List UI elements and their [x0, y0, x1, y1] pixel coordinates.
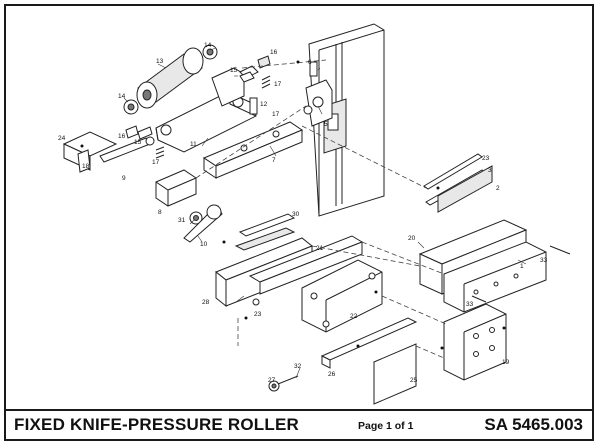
callout-leaders [123, 47, 527, 379]
callout-1: 1 [520, 263, 524, 270]
callout-15a: 15 [230, 67, 238, 74]
callout-13: 13 [156, 58, 164, 65]
callout-33b: 33 [466, 301, 474, 308]
guide-rails-part [234, 153, 493, 251]
exploded-view-drawing: 14 13 14 16 15 17 12 17 24 18 16 15 17 9… [58, 23, 571, 405]
shaft-assembly-part [62, 131, 155, 173]
callout-17b: 17 [272, 111, 280, 118]
mounting-bar-part [202, 121, 304, 179]
callout-14b: 14 [118, 93, 126, 100]
callout-16b: 16 [118, 133, 126, 140]
pressure-roller-part [123, 44, 218, 115]
document-number: SA 5465.003 [484, 415, 583, 434]
knife-blade-part [268, 317, 418, 405]
callout-20: 20 [408, 235, 416, 242]
mounting-plate-part [301, 259, 383, 333]
lever-part [155, 169, 223, 243]
page-indicator: Page 1 of 1 [358, 420, 414, 432]
side-frame-part [443, 303, 507, 381]
document-title: FIXED KNIFE-PRESSURE ROLLER [14, 415, 299, 434]
machine-frame [308, 23, 385, 217]
hinge-bracket-part [303, 79, 333, 127]
callout-7: 7 [272, 157, 276, 164]
callout-28: 28 [202, 299, 210, 306]
callout-9: 9 [122, 175, 126, 182]
parts-sheet: 14 13 14 16 15 17 12 17 24 18 16 15 17 9… [4, 4, 594, 441]
side-plates-part [418, 219, 571, 313]
callout-17c: 17 [152, 159, 160, 166]
callout-6: 6 [308, 59, 312, 66]
callout-24: 24 [58, 135, 66, 142]
base-frame-part [215, 235, 364, 308]
small-fittings [125, 55, 318, 159]
callout-15b: 15 [134, 139, 142, 146]
callout-12: 12 [260, 101, 268, 108]
callout-30: 30 [292, 211, 300, 218]
callout-10: 10 [200, 241, 208, 248]
callout-17a: 17 [274, 81, 282, 88]
callout-31: 31 [178, 217, 186, 224]
callout-3: 3 [488, 167, 492, 174]
callout-25: 25 [410, 377, 418, 384]
callout-18: 18 [82, 163, 90, 170]
callout-11: 11 [190, 141, 197, 148]
callout-22: 22 [350, 313, 358, 320]
callout-14a: 14 [204, 42, 212, 49]
callout-27: 27 [268, 377, 276, 384]
callout-26: 26 [328, 371, 336, 378]
callout-23a: 23 [482, 155, 490, 162]
callout-8: 8 [158, 209, 162, 216]
callout-5: 5 [324, 121, 328, 128]
callout-19: 19 [502, 359, 510, 366]
callout-labels: 14 13 14 16 15 17 12 17 24 18 16 15 17 9… [58, 42, 548, 384]
reference-dots [80, 60, 506, 350]
roller-arm-part [155, 65, 259, 153]
callout-32: 32 [294, 363, 302, 370]
callout-21: 21 [316, 245, 324, 252]
callout-23b: 23 [254, 311, 262, 318]
callout-16a: 16 [270, 49, 278, 56]
assembly-lines [195, 59, 447, 359]
title-bar: FIXED KNIFE-PRESSURE ROLLER Page 1 of 1 … [6, 409, 592, 439]
callout-33a: 33 [540, 257, 548, 264]
callout-2: 2 [496, 185, 500, 192]
